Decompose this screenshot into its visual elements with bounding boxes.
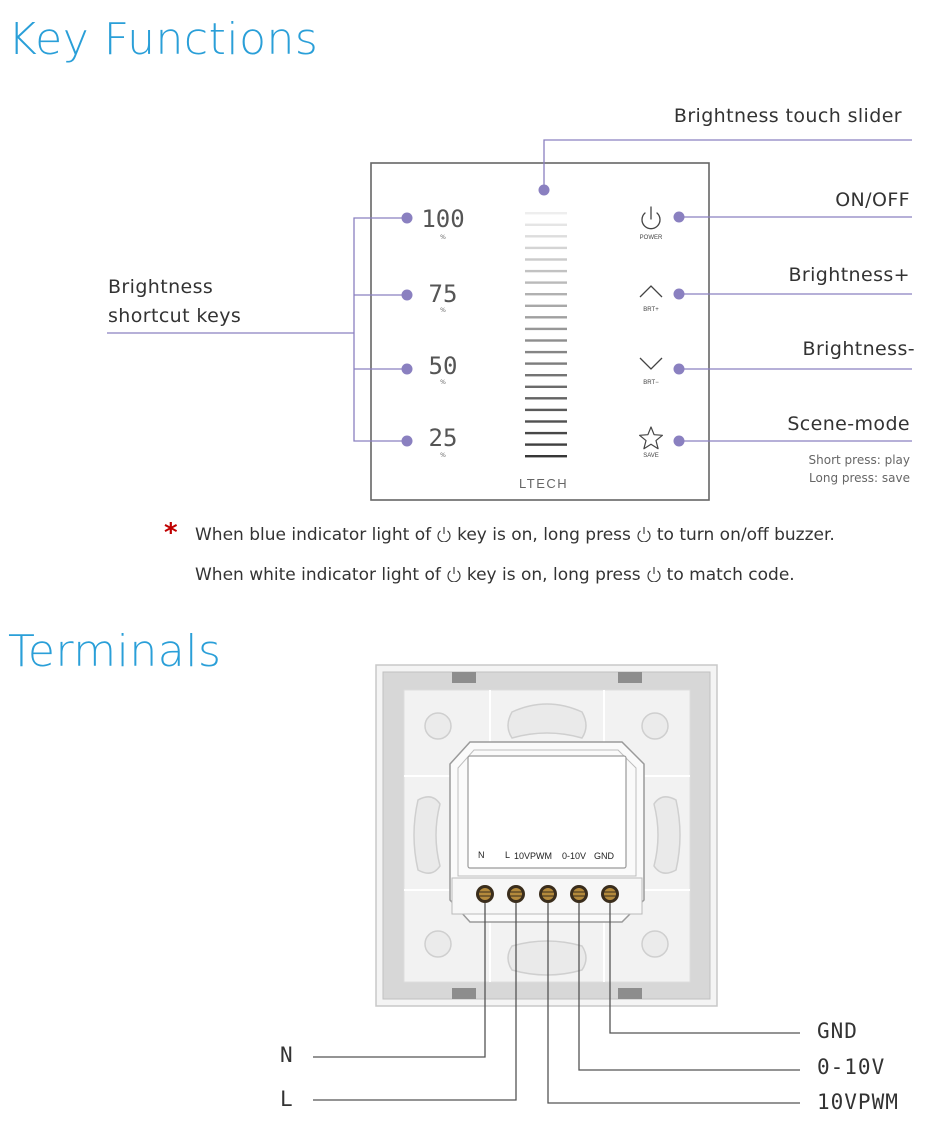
power-key-caption[interactable]: POWER: [639, 235, 663, 241]
wire-label-0-10v: 0-10V: [817, 1055, 886, 1079]
back-plate-frame: [375, 664, 718, 1007]
slider-segment[interactable]: [525, 420, 567, 423]
screw-l: [507, 885, 525, 903]
callout-dot-25: [401, 435, 413, 447]
wire-label-gnd: GND: [817, 1019, 858, 1043]
brightness-down-callout-label: Brightness-: [802, 338, 915, 360]
brightness-up-callout-label: Brightness+: [788, 264, 910, 286]
power-icon: [437, 527, 451, 542]
slider-segment[interactable]: [525, 212, 567, 215]
power-icon: [447, 567, 461, 582]
level-75-label[interactable]: 75: [428, 280, 458, 308]
slider-segment[interactable]: [525, 431, 567, 435]
callout-dot-100: [401, 212, 413, 224]
slider-segment[interactable]: [525, 397, 567, 400]
wire-label-l: L: [280, 1087, 294, 1111]
chevron-up-icon: [639, 285, 663, 298]
key-functions-diagram: [107, 139, 912, 501]
onoff-callout-dot: [673, 211, 685, 223]
callout-dot-50: [401, 363, 413, 375]
section-title-key-functions: Key Functions: [8, 14, 319, 65]
slider-segment[interactable]: [525, 385, 567, 388]
level-25-unit: %: [440, 452, 446, 459]
terminal-module: [449, 741, 645, 923]
level-50-label[interactable]: 50: [428, 352, 458, 380]
slider-callout-label: Brightness touch slider: [673, 105, 902, 127]
terminal-label-n: N: [478, 850, 485, 860]
onoff-callout-label: ON/OFF: [835, 189, 910, 211]
wire-l: [313, 903, 517, 1101]
slider-callout-line: [543, 139, 912, 190]
inner-plate: [403, 689, 691, 983]
chevron-down-icon: [639, 357, 663, 370]
shortcut-bracket: [353, 217, 407, 442]
power-icon: [641, 206, 661, 230]
wire-label-10vpwm: 10VPWM: [817, 1090, 899, 1114]
shortcut-callout-label-line1: Brightness: [108, 276, 214, 298]
level-75-unit: %: [440, 307, 446, 314]
slider-segment[interactable]: [525, 350, 567, 354]
terminal-label-l: L: [505, 850, 511, 860]
level-25-label[interactable]: 25: [428, 424, 458, 452]
screw-10vpwm: [539, 885, 557, 903]
slider-segment[interactable]: [525, 246, 567, 250]
slider-segment[interactable]: [525, 408, 567, 412]
terminal-label-0-10v: 0-10V: [562, 851, 587, 861]
slider-segment[interactable]: [525, 455, 567, 458]
power-icon: [647, 567, 661, 582]
screw-gnd: [601, 885, 619, 903]
slider-segment[interactable]: [525, 362, 567, 365]
screw-0-10v: [570, 885, 588, 903]
level-100-unit: %: [440, 234, 446, 241]
slider-segment[interactable]: [525, 443, 567, 446]
short-press-note: Short press: play: [808, 453, 910, 467]
wire-0-10v: [578, 903, 800, 1071]
brt-up-key-caption[interactable]: BRT+: [643, 307, 659, 313]
level-100-label[interactable]: 100: [421, 205, 465, 233]
section-title-terminals: Terminals: [8, 626, 222, 677]
terminal-label-10vpwm: 10VPWM: [514, 851, 553, 861]
callout-dot-75: [401, 289, 413, 301]
save-key-caption[interactable]: SAVE: [643, 453, 659, 459]
screw-n: [476, 885, 494, 903]
slider-segment[interactable]: [525, 293, 567, 296]
brand-logo-text: LTECH: [519, 476, 569, 491]
brightness-slider: [525, 212, 567, 458]
slider-segment[interactable]: [525, 374, 567, 377]
wire-label-n: N: [280, 1043, 294, 1067]
wire-10vpwm: [547, 903, 800, 1104]
slider-segment[interactable]: [525, 327, 567, 331]
terminal-screws: [476, 885, 619, 903]
brightness-down-callout-dot: [673, 363, 685, 375]
star-icon: [638, 426, 664, 450]
level-50-unit: %: [440, 379, 446, 386]
slider-segment[interactable]: [525, 316, 567, 319]
brightness-up-callout-dot: [673, 288, 685, 300]
shortcut-callout-label-line2: shortcut keys: [108, 305, 242, 327]
slider-segment[interactable]: [525, 223, 567, 226]
long-press-note: Long press: save: [809, 471, 910, 485]
slider-segment[interactable]: [525, 339, 567, 342]
scene-callout-dot: [673, 435, 685, 447]
slider-segment[interactable]: [525, 269, 567, 273]
wire-n: [313, 903, 486, 1058]
slider-segment[interactable]: [525, 258, 567, 261]
terminal-label-gnd: GND: [594, 851, 614, 861]
slider-segment[interactable]: [525, 281, 567, 284]
power-icon: [637, 527, 651, 542]
scene-callout-label: Scene-mode: [787, 413, 910, 435]
slider-segment[interactable]: [525, 235, 567, 238]
brt-down-key-caption[interactable]: BRT−: [643, 380, 659, 386]
slider-segment[interactable]: [525, 304, 567, 307]
asterisk-mark: *: [164, 518, 178, 548]
wire-gnd: [609, 903, 800, 1034]
slider-callout-dot: [538, 184, 550, 196]
